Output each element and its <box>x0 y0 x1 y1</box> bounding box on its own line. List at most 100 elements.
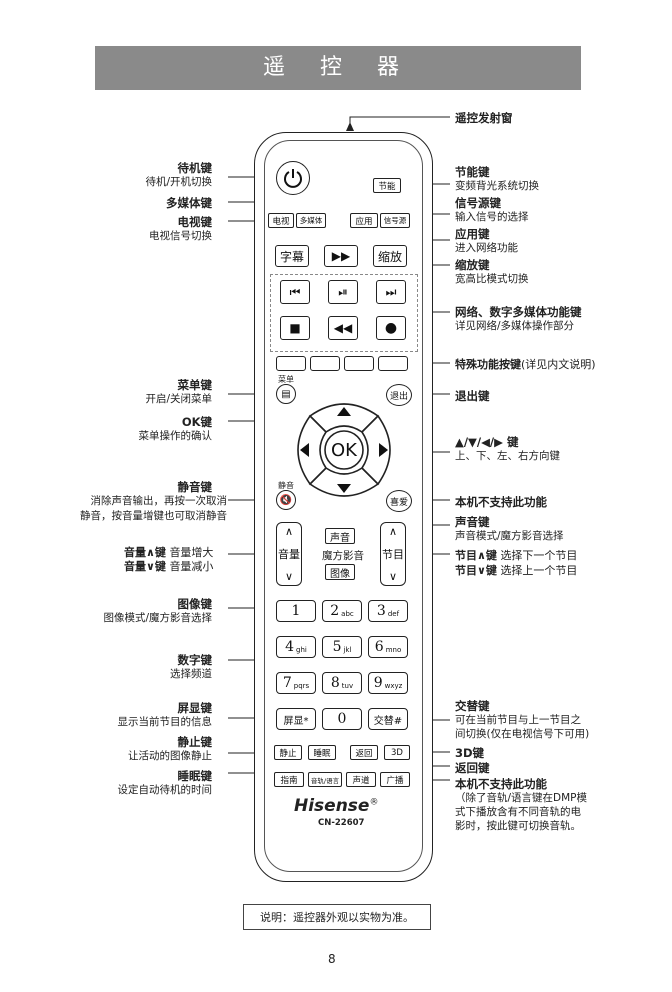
letters-label: tuv <box>341 681 354 690</box>
app-button[interactable]: 应用 <box>350 213 378 228</box>
label-zoom-desc: 宽高比模式切换 <box>455 273 529 285</box>
freeze-button[interactable]: 静止 <box>274 745 302 760</box>
letters-label: mno <box>385 645 402 654</box>
channel-audio-button[interactable]: 声道 <box>346 772 376 787</box>
color-key-3[interactable] <box>344 356 374 371</box>
mute-button[interactable]: 🔇 <box>276 490 296 510</box>
label-sound-desc: 声音模式/魔方影音选择 <box>455 530 564 542</box>
record-button[interactable]: ● <box>376 316 406 340</box>
label-swap-title: 交替键 <box>455 699 490 713</box>
footer-note: 说明：遥控器外观以实物为准。 <box>243 904 431 930</box>
model-number: CN-22607 <box>318 818 365 828</box>
power-button[interactable] <box>276 161 310 195</box>
ok-button[interactable]: OK <box>331 439 357 461</box>
label-zoom-title: 缩放键 <box>455 258 490 272</box>
remote-inner-outline <box>264 140 423 872</box>
rewind-button[interactable]: ◀◀ <box>328 316 358 340</box>
broadcast-button[interactable]: 广播 <box>380 772 410 787</box>
source-button[interactable]: 信号源 <box>380 213 410 228</box>
label-unsupported-2: 本机不支持此功能 <box>455 777 547 791</box>
tv-button[interactable]: 电视 <box>268 213 294 228</box>
label-display-desc: 显示当前节目的信息 <box>117 716 213 728</box>
audio-language-button[interactable]: 音轨/语言 <box>308 772 342 787</box>
play-pause-button[interactable]: ⏯ <box>328 280 358 304</box>
digit-label: 0 <box>337 711 347 727</box>
sleep-button[interactable]: 睡眠 <box>308 745 336 760</box>
save-energy-button[interactable]: 节能 <box>373 178 401 193</box>
label-picture-desc: 图像模式/魔方影音选择 <box>103 612 212 624</box>
label-ir-window: 遥控发射窗 <box>455 111 513 125</box>
digit-1-button[interactable]: 1 <box>276 600 316 622</box>
stop-icon: ■ <box>289 321 301 335</box>
exit-button[interactable]: 退出 <box>386 384 412 406</box>
zoom-button[interactable]: 缩放 <box>373 245 407 267</box>
label-digits-title: 数字键 <box>177 653 213 667</box>
digit-label: 3 <box>376 603 386 619</box>
guide-button[interactable]: 指南 <box>274 772 304 787</box>
digit-label: 5 <box>332 639 342 655</box>
label-program-up: 节目∧键 选择下一个节目 <box>455 549 578 562</box>
menu-caption: 菜单 <box>278 375 294 384</box>
program-rocker[interactable]: ∧ 节目 ∨ <box>380 522 406 586</box>
menu-button[interactable]: ▤ <box>276 384 296 404</box>
previous-button[interactable]: ⏮ <box>280 280 310 304</box>
fast-forward-icon: ▶▶ <box>331 249 351 263</box>
digit-0-button[interactable]: 0 <box>322 708 362 730</box>
label-sound-title: 声音键 <box>455 515 490 529</box>
color-key-1[interactable] <box>276 356 306 371</box>
label-standby-title: 待机键 <box>177 161 213 175</box>
label-volume-down: 音量∨键 音量减小 <box>124 560 214 573</box>
skip-forward-icon: ⏭ <box>385 284 397 299</box>
letters-label: abc <box>341 609 354 618</box>
mute-icon: 🔇 <box>279 494 293 506</box>
letters-label: ghi <box>296 645 307 654</box>
magic-label: 魔方影音 <box>322 550 364 562</box>
color-key-4[interactable] <box>378 356 408 371</box>
volume-up-icon: ∧ <box>284 525 294 538</box>
label-swap-desc: 可在当前节目与上一节目之 <box>455 714 581 726</box>
label-freeze-title: 静止键 <box>177 735 213 749</box>
label-ok-title: OK键 <box>181 415 212 429</box>
sound-button[interactable]: 声音 <box>325 528 355 544</box>
label-swap-desc2: 间切换(仅在电视信号下可用) <box>455 728 590 740</box>
media-button[interactable]: 多媒体 <box>296 213 326 228</box>
favorite-button[interactable]: 喜爱 <box>386 490 412 512</box>
next-button[interactable]: ⏭ <box>376 280 406 304</box>
3d-button[interactable]: 3D <box>384 745 410 760</box>
stop-button[interactable]: ■ <box>280 316 310 340</box>
subtitle-button[interactable]: 字幕 <box>275 245 309 267</box>
digit-label: 9 <box>373 675 383 691</box>
label-ok-desc: 菜单操作的确认 <box>138 430 213 442</box>
display-button[interactable]: 屏显* <box>276 708 316 730</box>
label-arrows-desc: 上、下、左、右方向键 <box>455 450 560 462</box>
label-save-title: 节能键 <box>455 165 490 179</box>
program-up-icon: ∧ <box>388 525 398 538</box>
mute-caption: 静音 <box>278 481 294 490</box>
label-media-keys-title: 网络、数字多媒体功能键 <box>455 305 582 319</box>
label-unsupported-1: 本机不支持此功能 <box>455 495 547 509</box>
letters-label: def <box>387 609 400 618</box>
fast-forward-button[interactable]: ▶▶ <box>324 245 358 267</box>
label-standby-desc: 待机/开机切换 <box>145 176 212 188</box>
letters-label: pqrs <box>293 681 310 690</box>
label-freeze-desc: 让活动的图像静止 <box>128 750 212 762</box>
digit-label: 1 <box>291 603 301 619</box>
record-icon: ● <box>384 320 398 336</box>
picture-button[interactable]: 图像 <box>325 564 355 580</box>
color-key-2[interactable] <box>310 356 340 371</box>
label-mute-desc2: 静音，按音量增键也可取消静音 <box>80 510 227 522</box>
back-button[interactable]: 返回 <box>350 745 378 760</box>
label-sleep-desc: 设定自动待机的时间 <box>117 784 213 796</box>
swap-button[interactable]: 交替# <box>368 708 408 730</box>
volume-rocker[interactable]: ∧ 音量 ∨ <box>276 522 302 586</box>
rewind-icon: ◀◀ <box>333 321 353 335</box>
label-mute-desc: 消除声音输出，再按一次取消 <box>90 495 228 507</box>
